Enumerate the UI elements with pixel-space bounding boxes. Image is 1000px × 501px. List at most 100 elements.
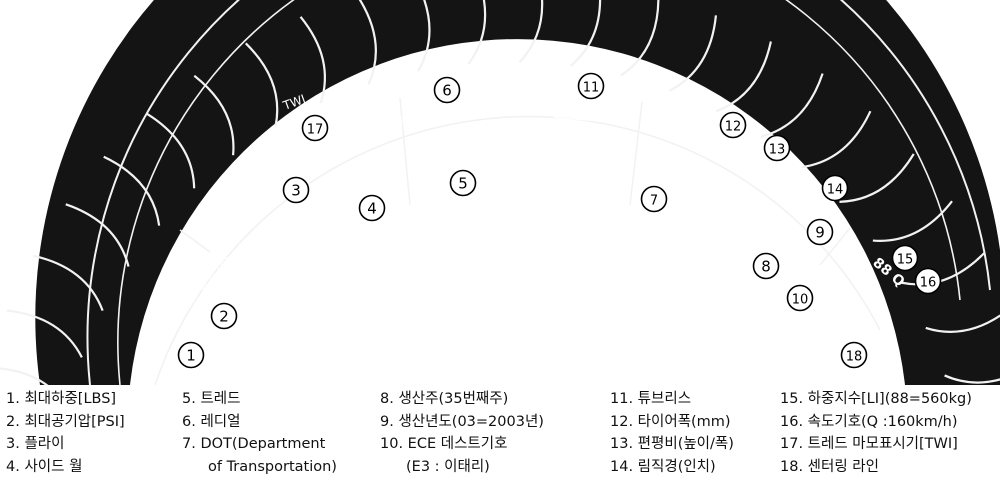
legend-item: 9. 생산년도(03=2003년)	[380, 413, 544, 430]
legend-item: 17. 트레드 마모표시기[TWI]	[780, 436, 958, 452]
legend-item: 3. 플라이	[6, 436, 65, 452]
legend-column-4: 11. 튜브리스 12. 타이어폭(mm) 13. 편평비(높이/폭) 14. …	[610, 388, 734, 478]
sidewall-inner-line	[117, 0, 961, 385]
tread-block	[193, 74, 235, 156]
callout-number: 8	[761, 258, 771, 276]
callout-number: 4	[367, 200, 377, 218]
legend-column-1: 1. 최대하중[LBS] 2. 최대공기압[PSI] 3. 플라이 4. 사이드…	[6, 388, 125, 478]
legend-item: 8. 생산주(35번째주)	[380, 391, 509, 407]
legend-column-3: 8. 생산주(35번째주) 9. 생산년도(03=2003년) 10. ECE …	[380, 388, 544, 478]
callout-circle	[577, 72, 605, 100]
sidewall-outer-line	[86, 0, 991, 385]
callout-number: 17	[307, 123, 324, 138]
legend-item: 5. 트레드	[182, 391, 241, 407]
callout-circle	[840, 341, 868, 369]
tread-block	[299, 16, 327, 104]
tread-block	[103, 155, 161, 226]
callout-15: 15	[891, 244, 919, 272]
callout-circle	[891, 244, 919, 272]
legend-item: (E3 : 이태리)	[406, 458, 490, 475]
callout-number: 6	[442, 82, 452, 100]
callout-number: 1	[186, 347, 196, 365]
tread-block	[6, 309, 83, 358]
callout-number: 13	[769, 143, 786, 158]
callout-circle	[177, 341, 205, 369]
tread-block	[33, 254, 104, 312]
legend-item: 11. 튜브리스	[610, 391, 692, 407]
tread-block	[801, 110, 872, 169]
callout-circle	[914, 267, 942, 295]
legend-item: 1. 최대하중[LBS]	[6, 391, 117, 407]
callout-8: 8	[752, 252, 780, 280]
callout-12: 12	[719, 111, 747, 139]
callout-circle	[282, 176, 310, 204]
divider-line	[399, 97, 411, 206]
tread-block	[669, 15, 718, 92]
callout-circle	[210, 302, 238, 330]
legend-item: of Transportation)	[208, 458, 337, 475]
tread-block	[245, 42, 279, 127]
callout-13: 13	[763, 134, 791, 162]
callout-number: 12	[725, 120, 742, 135]
tread-block	[569, 0, 602, 67]
tubeless-marking: tubeless	[555, 100, 611, 119]
callout-circle	[301, 114, 329, 142]
callout-14: 14	[821, 174, 849, 202]
legend-column-5: 15. 하중지수[LI](88=560kg) 16. 속도기호(Q :160km…	[780, 388, 972, 478]
tread-block	[925, 314, 1000, 333]
tread-block	[620, 0, 660, 77]
radial-marking: RADIAL	[437, 105, 491, 120]
legend-column-2: 5. 트레드 6. 레디얼 7. DOT(Department of Trans…	[182, 388, 337, 478]
callout-circle	[763, 134, 791, 162]
tread-block	[358, 0, 377, 85]
legend-item: 18. 센터링 라인	[780, 458, 879, 475]
legend-item: 7. DOT(Department	[182, 436, 326, 452]
tread-block	[0, 367, 49, 385]
callout-7a: 7	[640, 185, 668, 213]
tread-block	[716, 41, 772, 113]
callout-circle	[449, 169, 477, 197]
tread-block	[944, 374, 1000, 384]
legend-item: 14. 림직경(인치)	[610, 458, 716, 475]
tread-block	[518, 0, 544, 63]
legend-item: 4. 사이드 월	[6, 458, 83, 475]
callout-18: 18	[840, 341, 868, 369]
callout-4: 4	[358, 194, 386, 222]
callout-5: 5	[449, 169, 477, 197]
tread-pattern	[0, 0, 1000, 385]
callout-circle	[786, 284, 814, 312]
callout-number: 15	[897, 253, 914, 268]
divider-line	[819, 227, 851, 266]
tread-block	[146, 112, 196, 189]
tread-block	[839, 153, 915, 203]
tread-block	[872, 200, 953, 242]
callout-number: 3	[291, 182, 301, 200]
callout-circle	[358, 194, 386, 222]
callout-number: 16	[920, 276, 937, 291]
callout-9: 9	[806, 218, 834, 246]
callout-number: 11	[583, 81, 600, 96]
callout-number: 7	[650, 194, 658, 209]
tread-block	[901, 251, 986, 286]
legend-item: 13. 편평비(높이/폭)	[610, 436, 734, 452]
tread-block	[760, 73, 824, 138]
callout-circle	[806, 218, 834, 246]
callout-number: 2	[219, 308, 229, 326]
callout-number: 18	[846, 350, 863, 365]
callout-16: 16	[914, 267, 942, 295]
callout-17: 17	[301, 114, 329, 142]
legend-item: 16. 속도기호(Q :160km/h)	[780, 413, 958, 430]
callout-circle	[752, 252, 780, 280]
callout-number: 9	[815, 224, 825, 242]
callout-number: 5	[458, 175, 468, 193]
callout-circle	[821, 174, 849, 202]
legend-item: 6. 레디얼	[182, 413, 241, 430]
legend-item: 12. 타이어폭(mm)	[610, 413, 731, 430]
legend-item: 2. 최대공기압[PSI]	[6, 413, 125, 430]
callout-2: 2	[210, 302, 238, 330]
divider-line	[629, 101, 643, 206]
callout-circle	[719, 111, 747, 139]
ece-marking: E3	[813, 266, 832, 285]
